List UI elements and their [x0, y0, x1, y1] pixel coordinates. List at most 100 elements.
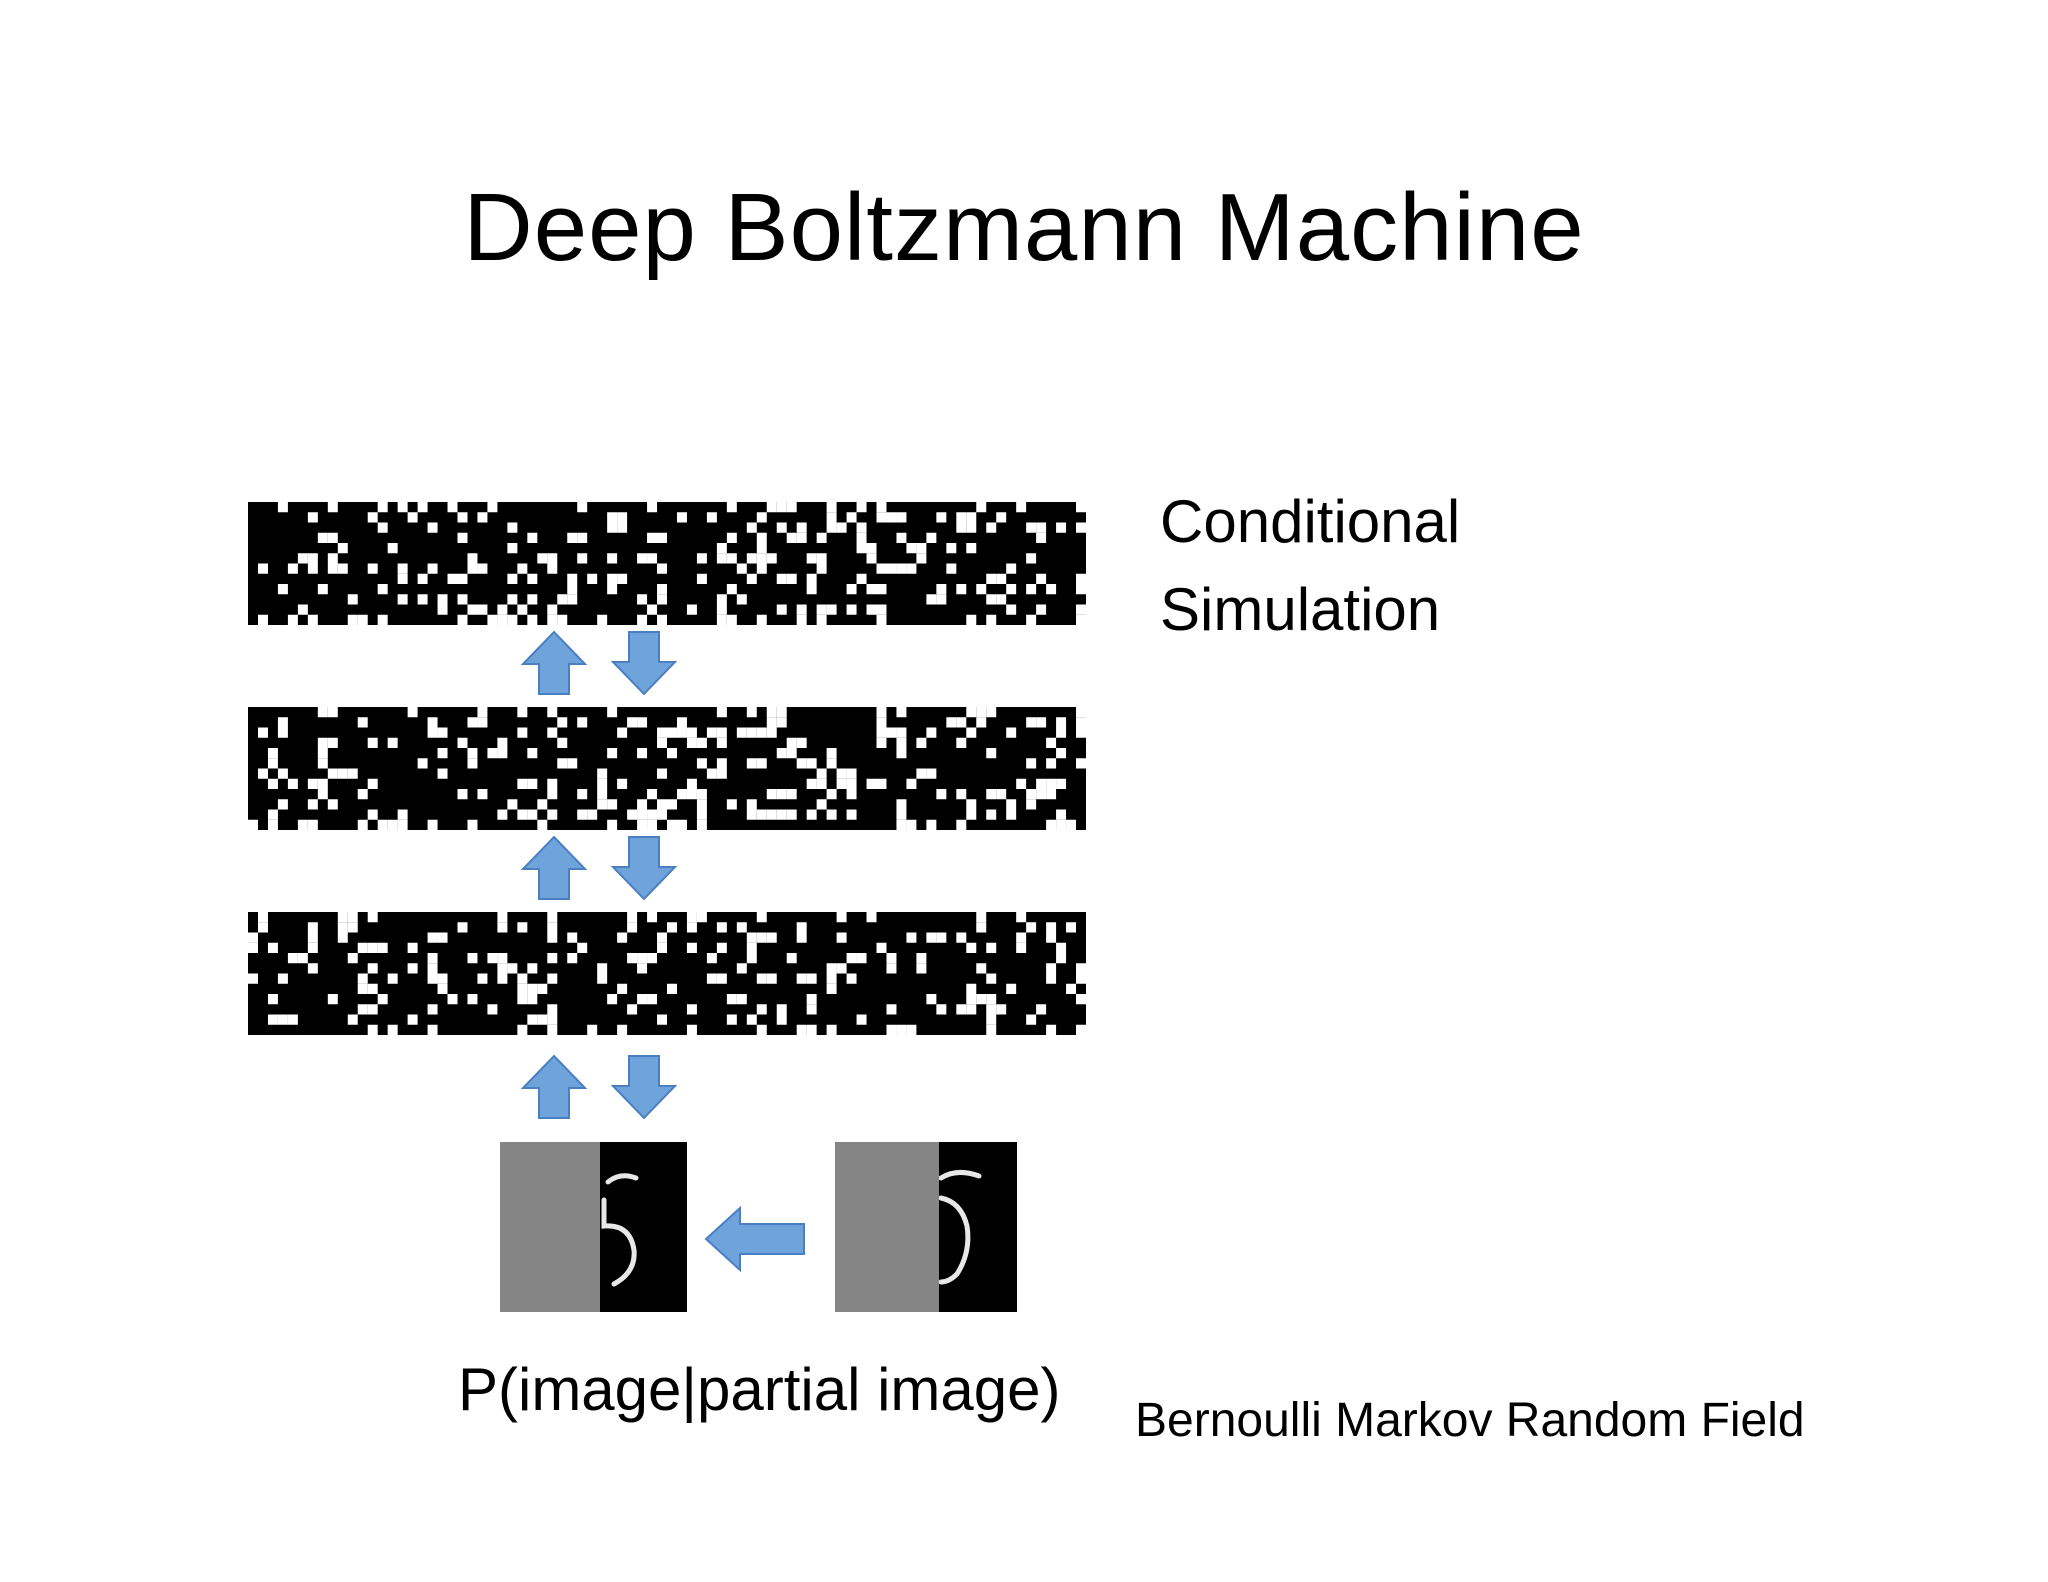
- active-unit: [926, 532, 937, 543]
- active-unit: [427, 963, 438, 974]
- active-unit: [387, 819, 398, 830]
- active-unit: [317, 789, 328, 800]
- active-unit: [736, 963, 747, 974]
- active-unit: [756, 932, 767, 943]
- active-unit: [417, 594, 428, 605]
- active-unit: [786, 532, 797, 543]
- active-unit: [467, 758, 478, 769]
- active-unit: [676, 819, 687, 830]
- active-unit: [706, 953, 717, 964]
- active-unit: [477, 973, 488, 984]
- active-unit: [1056, 819, 1067, 830]
- active-unit: [876, 727, 887, 738]
- active-unit: [517, 727, 528, 738]
- active-unit: [696, 758, 707, 769]
- active-unit: [756, 553, 767, 564]
- active-unit: [557, 717, 568, 728]
- active-unit: [277, 727, 288, 738]
- active-unit: [1006, 584, 1017, 595]
- active-unit: [517, 707, 528, 718]
- active-unit: [617, 1024, 628, 1035]
- active-unit: [726, 799, 737, 810]
- active-unit: [1076, 727, 1086, 738]
- active-unit: [1026, 584, 1037, 595]
- active-unit: [676, 727, 687, 738]
- active-unit: [976, 584, 987, 595]
- active-unit: [617, 727, 628, 738]
- active-unit: [607, 819, 618, 830]
- active-unit: [1016, 942, 1027, 953]
- active-unit: [696, 799, 707, 810]
- active-unit: [1076, 707, 1086, 718]
- active-unit: [267, 994, 278, 1005]
- active-unit: [1046, 922, 1057, 933]
- active-unit: [746, 707, 757, 718]
- active-unit: [956, 932, 967, 943]
- active-unit: [357, 1004, 368, 1015]
- active-unit: [986, 942, 997, 953]
- active-unit: [756, 512, 767, 523]
- active-unit: [567, 573, 578, 584]
- active-unit: [716, 942, 727, 953]
- active-unit: [896, 707, 907, 718]
- active-unit: [457, 532, 468, 543]
- active-unit: [287, 563, 298, 574]
- active-unit: [307, 922, 318, 933]
- active-unit: [307, 778, 318, 789]
- active-unit: [916, 963, 927, 974]
- active-unit: [716, 614, 727, 625]
- active-unit: [856, 573, 867, 584]
- active-unit: [1036, 789, 1047, 800]
- active-unit: [277, 768, 288, 779]
- active-unit: [657, 737, 667, 748]
- active-unit: [916, 553, 927, 564]
- active-unit: [627, 809, 638, 820]
- active-unit: [497, 748, 508, 759]
- active-unit: [607, 994, 618, 1005]
- active-unit: [696, 809, 707, 820]
- active-unit: [507, 573, 518, 584]
- active-unit: [477, 707, 488, 718]
- active-unit: [686, 922, 697, 933]
- active-unit: [1076, 758, 1086, 769]
- active-unit: [307, 614, 318, 625]
- active-unit: [716, 594, 727, 605]
- active-unit: [497, 963, 508, 974]
- active-unit: [267, 1014, 278, 1025]
- active-unit: [277, 973, 288, 984]
- active-unit: [686, 737, 697, 748]
- active-unit: [457, 512, 468, 523]
- active-unit: [926, 727, 937, 738]
- active-unit: [756, 973, 767, 984]
- active-unit: [676, 717, 687, 728]
- active-unit: [896, 532, 907, 543]
- active-unit: [357, 819, 368, 830]
- active-unit: [277, 502, 288, 513]
- active-unit: [527, 983, 538, 994]
- active-unit: [836, 778, 847, 789]
- active-unit: [657, 584, 667, 595]
- active-unit: [846, 789, 857, 800]
- active-unit: [806, 758, 817, 769]
- active-unit: [427, 1004, 438, 1015]
- active-unit: [846, 512, 857, 523]
- active-unit: [577, 502, 588, 513]
- active-unit: [966, 799, 977, 810]
- active-unit: [806, 553, 817, 564]
- active-unit: [1026, 758, 1037, 769]
- active-unit: [876, 707, 887, 718]
- active-unit: [667, 727, 677, 738]
- active-unit: [1036, 778, 1047, 789]
- active-unit: [836, 912, 847, 923]
- active-unit: [916, 953, 927, 964]
- active-unit: [547, 604, 558, 615]
- active-unit: [1026, 522, 1037, 533]
- active-unit: [257, 922, 268, 933]
- active-unit: [936, 512, 947, 523]
- active-unit: [347, 912, 358, 923]
- active-unit: [986, 1024, 997, 1035]
- active-unit: [607, 522, 618, 533]
- active-unit: [547, 973, 558, 984]
- active-unit: [726, 532, 737, 543]
- active-unit: [726, 994, 737, 1005]
